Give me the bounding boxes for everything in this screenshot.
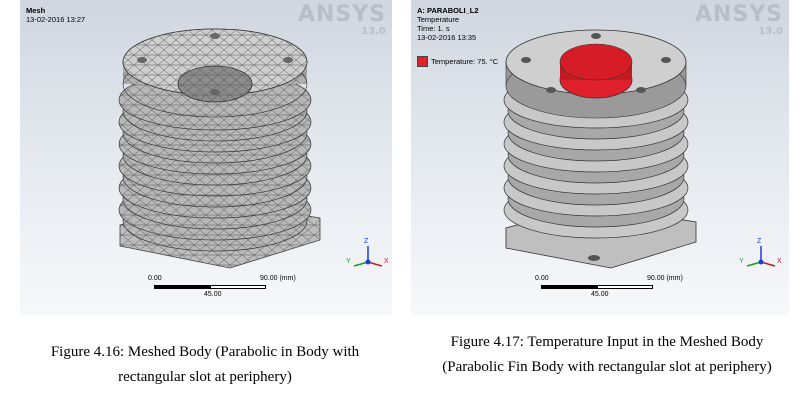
scale-segment-dark	[154, 285, 210, 289]
timestamp: 13-02-2016 13:35	[417, 33, 477, 42]
analysis-title: Mesh	[26, 6, 46, 15]
viewport-header: Mesh 13-02-2016 13:27	[26, 6, 85, 24]
y-axis-label: Y	[739, 258, 744, 265]
x-axis-label: X	[384, 258, 389, 265]
temperature-legend[interactable]: Temperature: 75. °C	[417, 56, 498, 67]
scale-bar: 0.00 90.00 (mm) 45.00	[535, 275, 705, 301]
figure-caption-4-17: Figure 4.17: Temperature Input in the Me…	[442, 334, 772, 375]
scale-bar: 0.00 90.00 (mm) 45.00	[148, 275, 318, 301]
scale-segment-light	[210, 285, 266, 289]
version-label: 13.0	[361, 26, 386, 37]
time-label: Time: 1. s	[417, 24, 450, 33]
scale-segment-dark	[541, 285, 597, 289]
temperature-model	[503, 29, 776, 269]
axis-triad	[746, 246, 776, 267]
scale-mid: 45.00	[591, 291, 609, 298]
analysis-title: A: PARABOLI_L2	[417, 6, 479, 15]
temperature-swatch	[417, 56, 428, 67]
temperature-label: Temperature: 75. °C	[431, 57, 499, 66]
timestamp: 13-02-2016 13:27	[26, 15, 86, 24]
temperature-viewport[interactable]: A: PARABOLI_L2 Temperature Time: 1. s 13…	[411, 0, 789, 315]
scale-end: 90.00 (mm)	[260, 275, 296, 282]
y-axis-label: Y	[346, 258, 351, 265]
scale-mid: 45.00	[204, 291, 222, 298]
figure-caption-4-16: Figure 4.16: Meshed Body (Parabolic in B…	[50, 344, 360, 385]
logo-text: ANSYS	[297, 2, 386, 27]
x-axis-label: X	[777, 258, 782, 265]
scale-segment-light	[597, 285, 653, 289]
scale-start: 0.00	[148, 275, 162, 282]
mesh-model	[118, 28, 383, 269]
viewport-header: A: PARABOLI_L2 Temperature Time: 1. s 13…	[417, 6, 479, 42]
scale-end: 90.00 (mm)	[647, 275, 683, 282]
axis-triad	[353, 246, 383, 267]
logo-text: ANSYS	[694, 2, 783, 27]
z-axis-label: Z	[757, 238, 762, 245]
ansys-logo: ANSYS 13.0	[297, 2, 386, 38]
mesh-viewport[interactable]: Mesh 13-02-2016 13:27 ANSYS 13.0 Z X Y 0…	[20, 0, 392, 315]
z-axis-label: Z	[364, 238, 369, 245]
version-label: 13.0	[758, 26, 783, 37]
scale-start: 0.00	[535, 275, 549, 282]
ansys-logo: ANSYS 13.0	[694, 2, 783, 38]
result-type: Temperature	[417, 15, 460, 24]
